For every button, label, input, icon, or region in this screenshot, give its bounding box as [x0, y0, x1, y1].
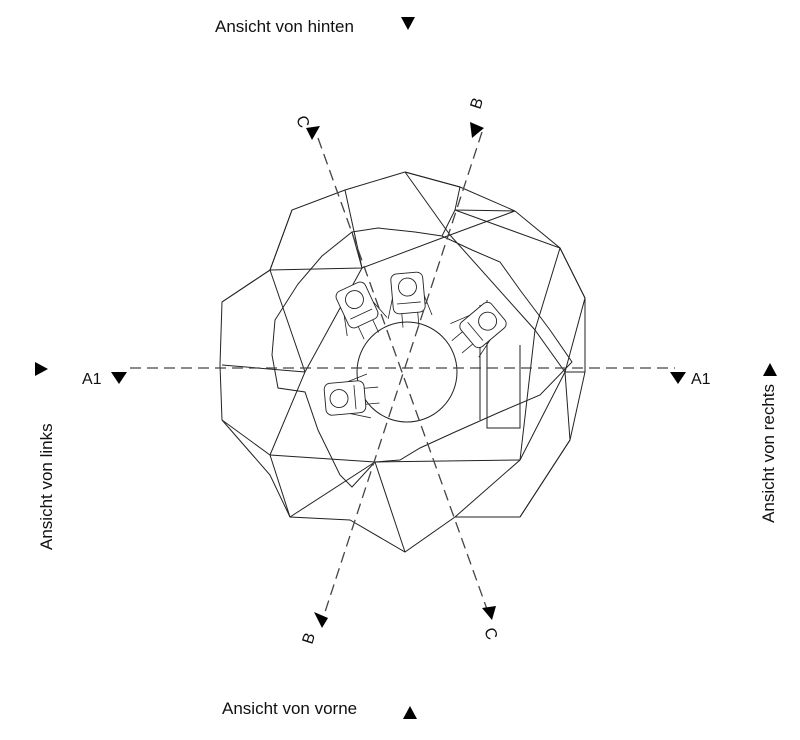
- section-marker-a1-right: A1: [670, 371, 711, 388]
- triangle-icon: [470, 122, 484, 138]
- person-figure-2: [387, 271, 433, 328]
- section-label-a1-right: A1: [691, 371, 711, 388]
- section-marker-a1-left: A1: [82, 371, 127, 388]
- view-label-left: Ansicht von links: [37, 423, 56, 550]
- triangle-down-icon: [111, 372, 127, 384]
- section-label-c-top: C: [292, 114, 312, 131]
- section-marker-c-bottom: C: [480, 606, 500, 642]
- person-figure-4: [323, 373, 380, 419]
- triangle-icon: [306, 126, 320, 140]
- dome-outline: [219, 171, 586, 553]
- triangle-right-icon: [35, 362, 48, 376]
- person-figure-1: [335, 281, 388, 340]
- section-label-c-bottom: C: [480, 626, 500, 643]
- view-label-front: Ansicht von vorne: [222, 699, 357, 718]
- view-label-right: Ansicht von rechts: [759, 384, 778, 523]
- section-label-b-bottom: B: [300, 631, 319, 646]
- view-label-back: Ansicht von hinten: [215, 17, 354, 36]
- triangle-up-icon: [403, 706, 417, 719]
- section-label-a1-left: A1: [82, 371, 102, 388]
- round-table: [356, 321, 458, 423]
- section-marker-c-top: C: [292, 114, 320, 140]
- view-back: Ansicht von hinten: [215, 17, 415, 36]
- section-label-b-top: B: [468, 96, 487, 111]
- view-front: Ansicht von vorne: [222, 699, 417, 719]
- view-left: Ansicht von links: [35, 362, 56, 550]
- section-marker-b-top: B: [468, 96, 487, 138]
- triangle-up-icon: [763, 363, 777, 376]
- view-right: Ansicht von rechts: [759, 363, 778, 523]
- section-marker-b-bottom: B: [300, 612, 328, 646]
- person-figure-3: [450, 301, 507, 358]
- triangle-down-icon: [670, 372, 686, 384]
- triangle-icon: [482, 606, 496, 620]
- triangle-icon: [314, 612, 328, 628]
- triangle-down-icon: [401, 17, 415, 30]
- dome-inner-edges: [221, 171, 586, 553]
